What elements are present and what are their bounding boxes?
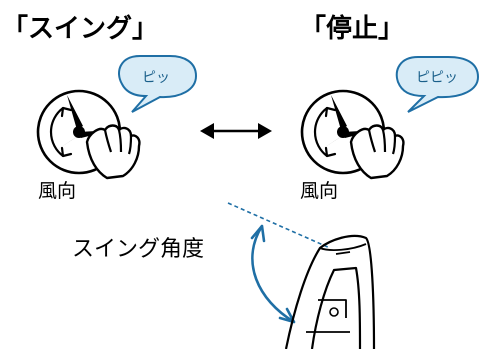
knob-hand-icon [300,89,405,180]
wind-direction-label-stop: 風向 [300,180,338,202]
swing-mode-title: 「スイング」 [2,13,158,44]
swing-angle-label: スイング角度 [72,237,204,262]
swing-angle-arc [250,224,296,324]
stop-mode-title: 「停止」 [300,13,404,44]
speech-bubble-stop: ピピッ [395,56,479,113]
beep-once-text: ピッ [142,70,170,86]
speech-bubble-swing: ピッ [118,55,198,113]
louver-unit-icon [284,234,376,349]
double-arrow-icon [200,123,272,139]
knob-hand-icon [36,89,141,180]
angle-reference-line [227,202,331,249]
beep-twice-text: ピピッ [416,70,458,86]
wind-direction-knob-swing [36,89,141,180]
wind-direction-label-swing: 風向 [38,180,76,202]
wind-direction-knob-stop [300,89,405,180]
